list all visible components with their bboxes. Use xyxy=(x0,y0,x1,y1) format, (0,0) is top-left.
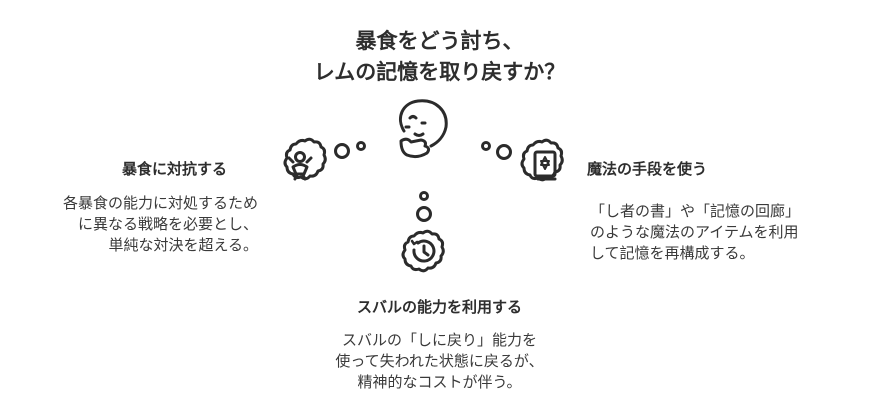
title-line-2: レムの記憶を取り戻すか？ xyxy=(313,60,566,84)
option-label-counter-gluttony: 暴食に対抗する xyxy=(122,160,228,178)
rewind-clock-icon xyxy=(401,229,445,273)
option-desc-magic-means: 「し者の書」や「記憶の回廊」 のような魔法のアイテムを利用 して記憶を再構成する… xyxy=(590,201,860,264)
spellbook-icon xyxy=(520,138,564,182)
diagram-title: 暴食をどう討ち、 レムの記憶を取り戻すか？ xyxy=(0,26,879,88)
desc-line: 使って失われた状態に戻るが、 xyxy=(335,352,544,370)
desc-line: のような魔法のアイテムを利用 xyxy=(590,223,799,241)
connector-left xyxy=(334,141,366,159)
connector-bottom xyxy=(416,191,432,222)
fighter-icon xyxy=(283,137,327,181)
thinking-face-icon xyxy=(399,99,448,159)
desc-line: して記憶を再構成する。 xyxy=(590,244,755,262)
connector-right xyxy=(481,141,512,160)
desc-line: 精神的なコストが伴う。 xyxy=(357,373,522,391)
title-line-1: 暴食をどう討ち、 xyxy=(355,29,524,53)
desc-line: 単純な対決を超える。 xyxy=(108,236,258,254)
option-label-magic-means: 魔法の手段を使う xyxy=(587,160,708,178)
desc-line: スバルの「しに戻り」能力を xyxy=(341,331,537,349)
desc-line: 各暴食の能力に対処するため xyxy=(62,194,258,212)
option-label-subaru-ability: スバルの能力を利用する xyxy=(356,298,522,316)
desc-line: に異なる戦略を必要とし、 xyxy=(77,215,258,233)
option-desc-counter-gluttony: 各暴食の能力に対処するため に異なる戦略を必要とし、 単純な対決を超える。 xyxy=(18,193,258,256)
option-desc-subaru-ability: スバルの「しに戻り」能力を 使って失われた状態に戻るが、 精神的なコストが伴う。 xyxy=(0,330,879,393)
desc-line: 「し者の書」や「記憶の回廊」 xyxy=(590,202,801,220)
